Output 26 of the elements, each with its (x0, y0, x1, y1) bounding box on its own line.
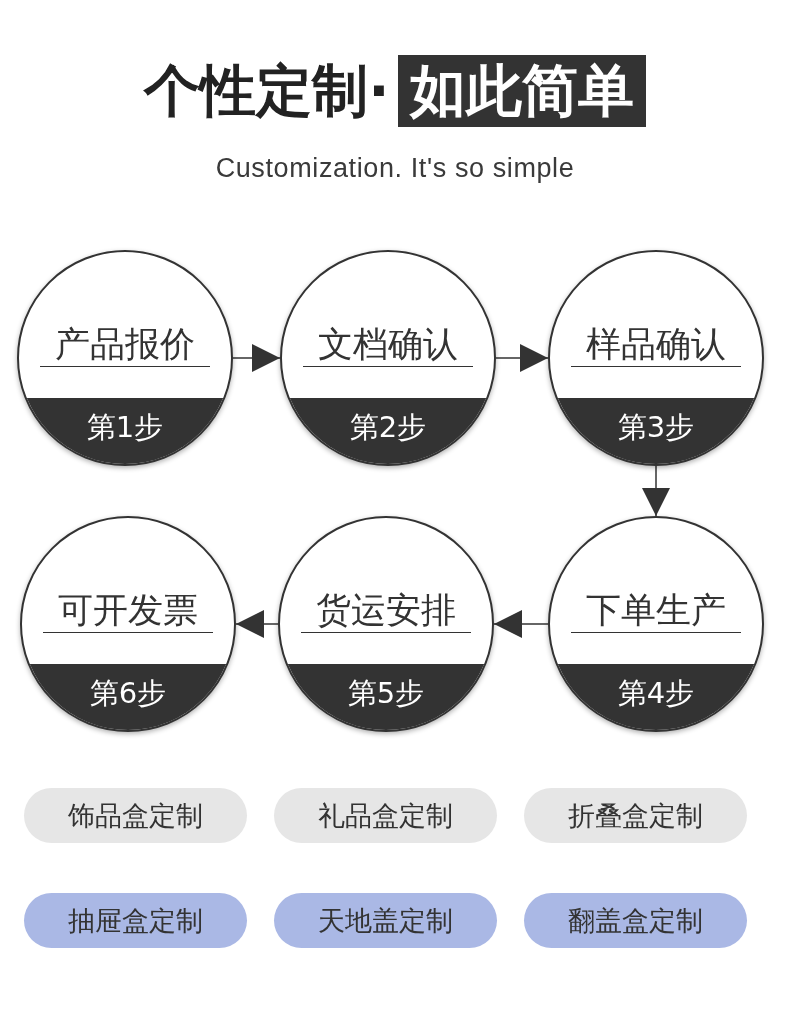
arrow (232, 344, 281, 372)
subtitle: Customization. It's so simple (215, 152, 575, 185)
arrow (493, 610, 549, 638)
step-title: 可开发票 (58, 589, 198, 632)
step-title: 产品报价 (55, 323, 195, 366)
step-title: 样品确认 (586, 323, 726, 366)
arrow (235, 610, 279, 638)
step-title: 文档确认 (318, 323, 458, 366)
title-highlight: 如此简单 (397, 55, 646, 127)
step-number: 第4步 (617, 675, 695, 712)
category-tag: 抽屉盒定制 (24, 893, 247, 948)
category-tag: 折叠盒定制 (524, 788, 747, 843)
arrow (495, 344, 549, 372)
step-number: 第5步 (347, 675, 425, 712)
category-tag: 礼品盒定制 (274, 788, 497, 843)
step-title: 货运安排 (316, 589, 456, 632)
step-title: 下单生产 (586, 589, 726, 632)
category-tag: 饰品盒定制 (24, 788, 247, 843)
category-tag: 翻盖盒定制 (524, 893, 747, 948)
category-tag: 天地盖定制 (274, 893, 497, 948)
step-number: 第2步 (349, 409, 427, 446)
arrow (642, 465, 670, 517)
page-title: 个性定制· (144, 59, 390, 123)
step-number: 第1步 (86, 409, 164, 446)
step-number: 第3步 (617, 409, 695, 446)
step-number: 第6步 (89, 675, 167, 712)
